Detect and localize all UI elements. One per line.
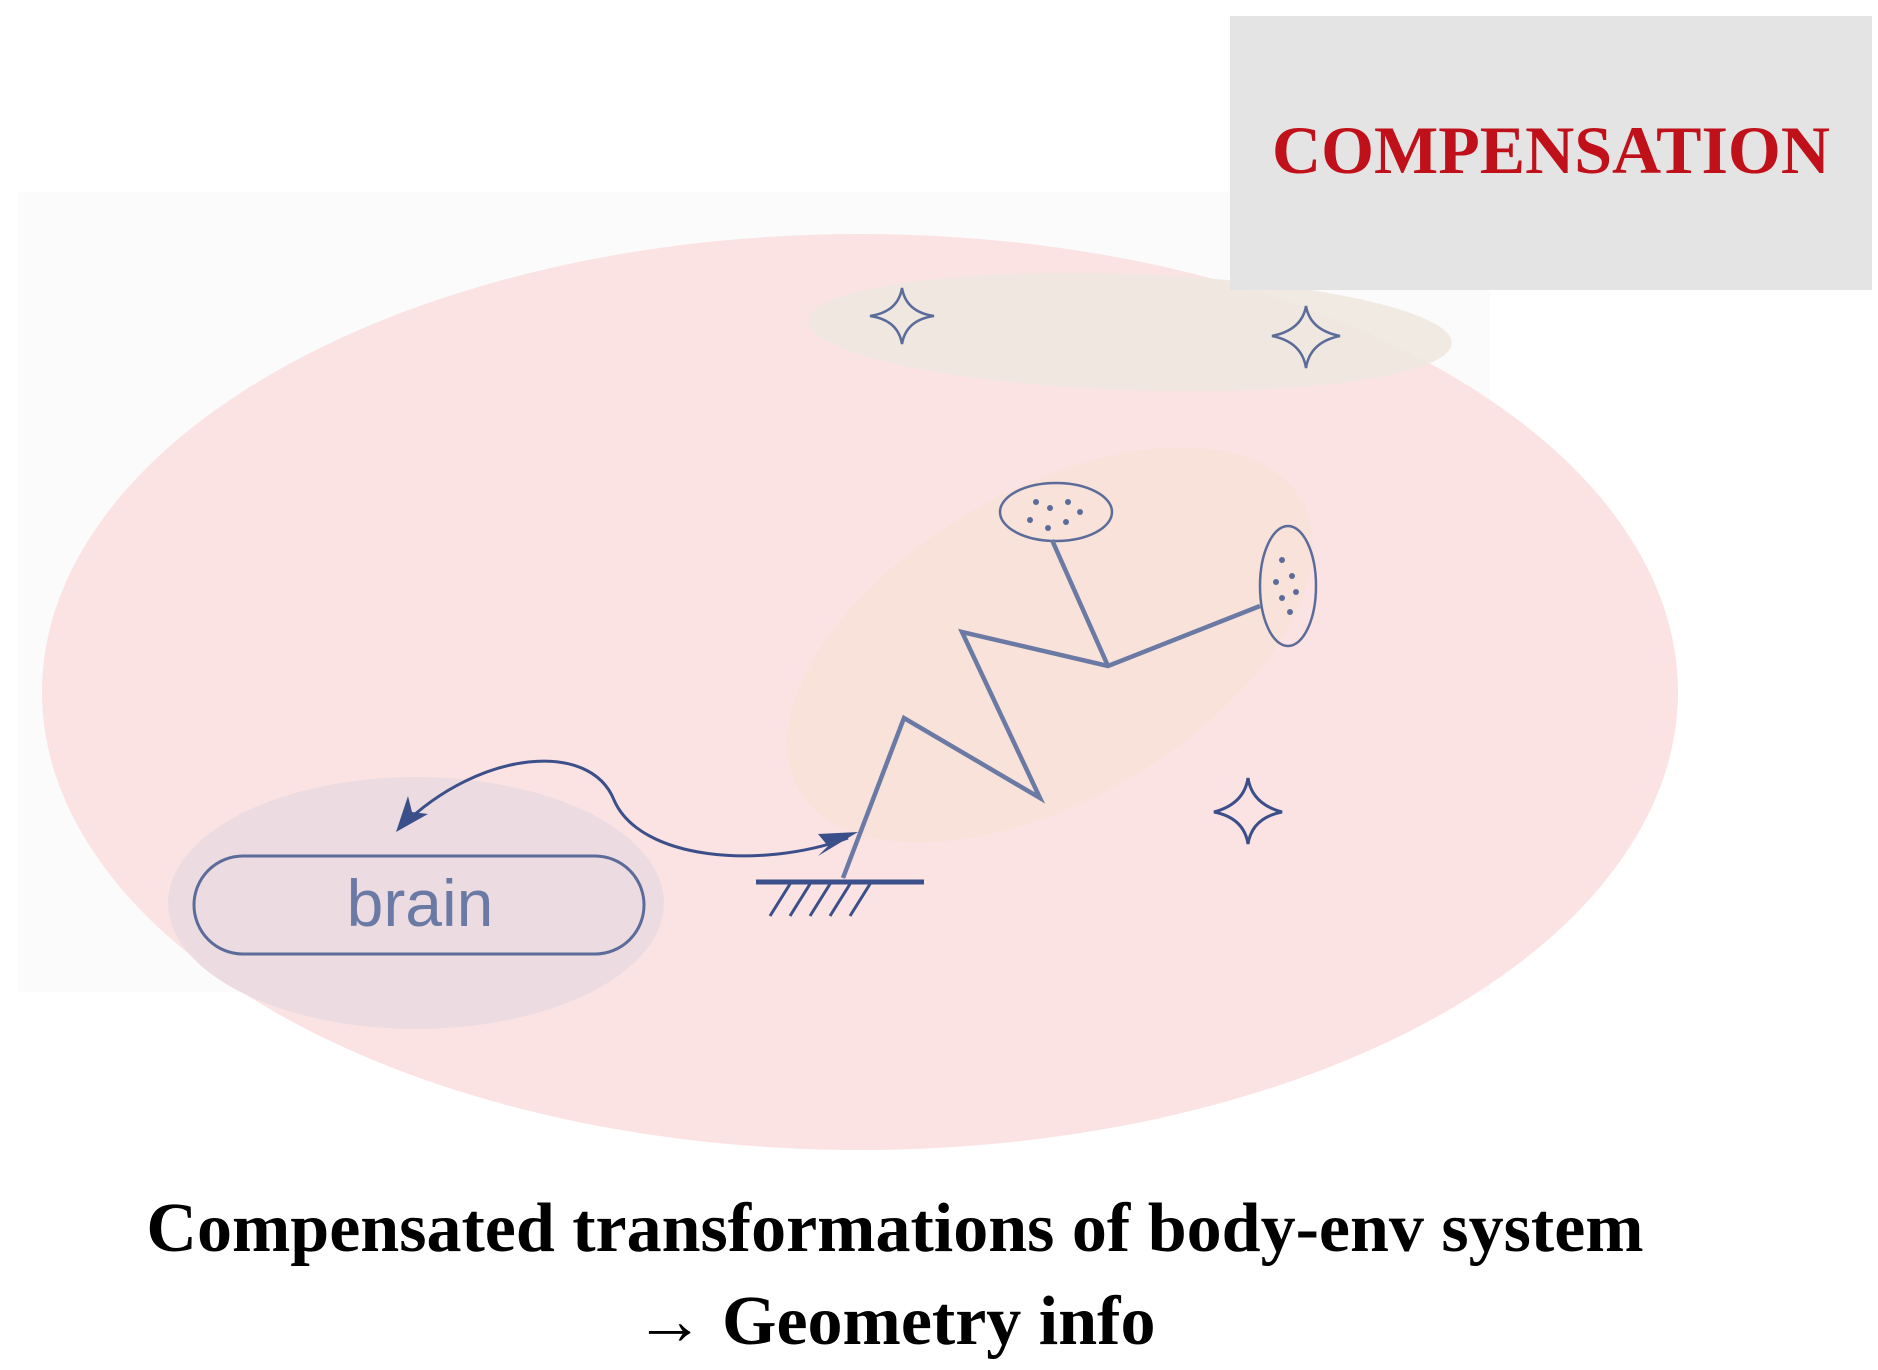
arrow-icon [818,832,858,856]
compensation-label: COMPENSATION [1272,112,1830,188]
ground-hatch-icon [756,879,924,917]
brain-capsule [192,854,646,956]
sensor-ellipse-icon [1258,524,1318,648]
brain-region [168,777,664,1029]
caption-line-1: Compensated transformations of body-env … [146,1190,1644,1267]
body-arm [1049,539,1111,667]
star-icon [1213,777,1283,845]
body-chain [840,603,1261,879]
brain-label: brain [347,866,494,940]
star-icon [869,287,935,345]
arrow-icon [396,796,428,832]
sensor-ellipse-icon [998,481,1114,543]
stars-region [808,272,1452,392]
caption-line-2: → Geometry info [634,1283,1156,1360]
compensation-badge [1230,16,1872,290]
feedback-arrow-path [400,759,849,858]
body-region [787,447,1313,843]
star-icon [1271,305,1341,369]
